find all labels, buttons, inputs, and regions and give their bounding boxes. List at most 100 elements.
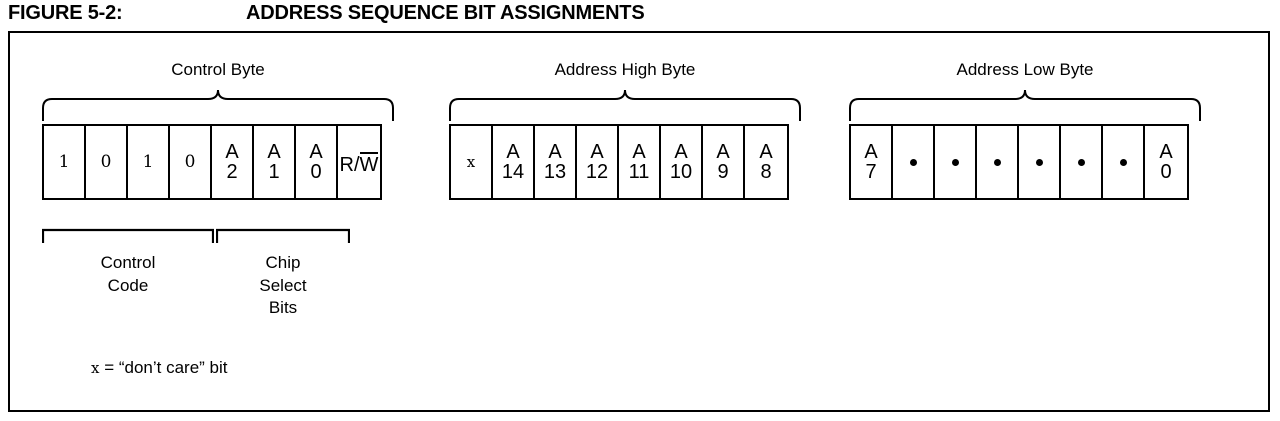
address-prefix: A: [548, 140, 562, 163]
read-write-label: R/W: [340, 150, 379, 175]
ellipsis-dot: [951, 158, 959, 166]
figure-frame: [8, 31, 1270, 412]
address-prefix: A: [267, 140, 281, 163]
bit-value: 0: [100, 151, 112, 172]
control-code-line-2: Code: [107, 275, 149, 295]
brace-control-byte: [42, 89, 394, 121]
address-prefix: A: [225, 140, 239, 163]
address-prefix: A: [590, 140, 604, 163]
bit-cell-0: 0: [86, 126, 128, 198]
address-prefix: A: [1159, 140, 1173, 163]
read-write-cell: R/W: [338, 126, 380, 198]
address-prefix: A: [864, 140, 878, 163]
address-prefix: A: [632, 140, 646, 163]
ellipsis-dot: [1035, 158, 1043, 166]
chip-select-bracket-shape: [216, 228, 350, 243]
chip-select-line-3: Bits: [268, 298, 298, 318]
address-prefix: A: [506, 140, 520, 163]
control-code-line-1: Control: [100, 253, 156, 272]
ellipsis-cell: [1103, 126, 1145, 198]
address-index: 2: [226, 161, 238, 183]
footnote-dont-care: x = “don’t care” bit: [91, 358, 228, 378]
dont-care-value: x: [466, 152, 476, 171]
figure-title-row: FIGURE 5-2: ADDRESS SEQUENCE BIT ASSIGNM…: [0, 0, 1280, 30]
address-index: 0: [310, 161, 322, 183]
control-code-label: Control Code: [42, 252, 214, 297]
bit-cell-1: 1: [128, 126, 170, 198]
bit-value: 1: [142, 151, 154, 172]
brace-address-low-byte: [849, 89, 1201, 121]
write-symbol-overbar: W: [359, 151, 379, 176]
ellipsis-dot: [1077, 158, 1085, 166]
address-index: 8: [760, 161, 772, 183]
ellipsis-cell: [1061, 126, 1103, 198]
group-title-address-high-byte: Address High Byte: [554, 60, 696, 79]
footnote-variable: x: [91, 359, 100, 377]
control-code-bracket-shape: [42, 228, 214, 243]
address-index: 7: [865, 161, 877, 183]
address-index: 9: [717, 161, 729, 183]
address-index: 1: [268, 161, 280, 183]
address-index: 12: [585, 161, 609, 183]
ellipsis-cell: [935, 126, 977, 198]
chip-select-line-2: Select: [259, 275, 307, 295]
page-title: ADDRESS SEQUENCE BIT ASSIGNMENTS: [246, 2, 645, 24]
address-prefix: A: [674, 140, 688, 163]
address-index: 13: [543, 161, 567, 183]
group-title-address-low-byte: Address Low Byte: [956, 60, 1094, 79]
ellipsis-dot: [909, 158, 917, 166]
ellipsis-cell: [977, 126, 1019, 198]
brace-address-high-byte: [449, 89, 801, 121]
ellipsis-dot: [1119, 158, 1127, 166]
address-prefix: A: [759, 140, 773, 163]
group-title-control-byte: Control Byte: [171, 60, 265, 79]
address-index: 14: [501, 161, 525, 183]
footnote-text: = “don’t care” bit: [99, 358, 228, 377]
bit-value: 0: [184, 151, 196, 172]
address-prefix: A: [716, 140, 730, 163]
address-index: 11: [628, 161, 650, 183]
ellipsis-dot: [993, 158, 1001, 166]
bit-value: 1: [58, 151, 70, 172]
address-index: 10: [669, 161, 693, 183]
figure-label: FIGURE 5-2:: [8, 2, 123, 24]
dont-care-cell: x: [451, 126, 493, 198]
read-symbol: R/: [339, 153, 360, 176]
address-index: 0: [1160, 161, 1172, 183]
bit-cell-0: 0: [170, 126, 212, 198]
bit-cell-1: 1: [44, 126, 86, 198]
address-prefix: A: [309, 140, 323, 163]
ellipsis-cell: [1019, 126, 1061, 198]
chip-select-line-1: Chip: [265, 253, 301, 272]
